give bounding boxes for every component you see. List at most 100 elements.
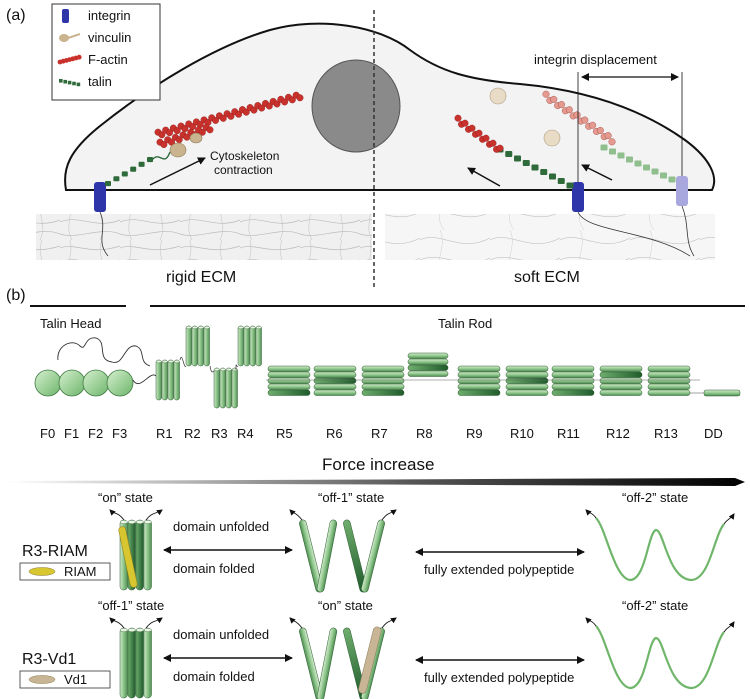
actinRigid-bead <box>168 138 175 146</box>
actinRigid-bead <box>273 100 281 108</box>
rod-domain-r1-helix-cap <box>155 359 162 364</box>
rod-domain-r3-helix <box>225 367 232 409</box>
rod-domain-r4-helix-cap <box>255 325 262 330</box>
actinRigid-bead <box>158 131 166 139</box>
rod-domain-r12-helix <box>599 371 643 378</box>
state2-vshape-r3-riam <box>289 509 397 593</box>
rod-domain-r7-helix <box>361 389 405 396</box>
state3-extended-r3-vd1 <box>585 617 735 690</box>
transition1-bottom-r3-vd1: domain folded <box>173 669 255 684</box>
actinSoft2-bead <box>581 116 589 124</box>
rod-label-r5: R5 <box>276 426 293 441</box>
rod-domain-r6-helix <box>313 365 357 372</box>
actinSoft2-bead <box>542 90 550 98</box>
rod-label-r13: R13 <box>654 426 678 441</box>
state1-bundle-r3-riam-helix-cap <box>135 520 144 525</box>
ligand-key-label-r3-vd1: Vd1 <box>64 672 87 687</box>
state1-bundle-r3-riam-helix-cap <box>127 520 136 525</box>
transition1-top-r3-vd1: domain unfolded <box>173 627 269 642</box>
talinSoft2-bead <box>626 156 633 163</box>
state-row-r3-riam: “on” state“off-1” state“off-2” stateR3-R… <box>19 490 735 593</box>
rod-domain-r13-helix <box>647 377 691 384</box>
head-label-f1: F1 <box>64 426 79 441</box>
rod-domain-r10 <box>505 365 549 396</box>
rod-label-dd: DD <box>704 426 723 441</box>
ligand-key-box-r3-riam <box>19 562 111 581</box>
actinRigid-bead <box>265 102 273 110</box>
state3-extended-r3-riam <box>585 509 735 582</box>
integrin-tether-rigid <box>99 211 109 257</box>
talinSoft2-bead <box>600 144 608 151</box>
actinRigid-bead <box>288 96 296 104</box>
actinRigid-bead <box>296 94 304 102</box>
integrin-tether-soft <box>577 211 691 257</box>
talin-rod-label: Talin Rod <box>438 316 492 331</box>
state1-bundle-r3-vd1-helix-cap <box>127 628 136 633</box>
state2-vshape-r3-vd1-ligand <box>358 626 382 694</box>
rod-domain-r10-helix <box>505 389 549 396</box>
talinSoft2-bead <box>609 148 616 155</box>
rod-label-r12: R12 <box>606 426 630 441</box>
rod-label-r10: R10 <box>510 426 534 441</box>
rod-domain-r5 <box>267 365 311 396</box>
actinRigid-bead <box>212 116 220 124</box>
rod-domain-r2-helix <box>191 325 198 367</box>
state1-bundle-r3-vd1-helix <box>119 627 128 699</box>
rod-domain-r5-helix <box>267 377 311 384</box>
head-label-f2: F2 <box>88 426 103 441</box>
rod-domain-r8-helix <box>407 352 449 359</box>
state1-bundle-r3-vd1-helix-cap <box>135 628 144 633</box>
talinSoft1-bead <box>540 169 548 175</box>
talinRigid-bead <box>105 181 111 187</box>
rod-domain-r5-helix <box>267 383 311 390</box>
integrin-swatch <box>62 9 69 23</box>
state1-bundle-r3-vd1-pull-right <box>145 617 163 629</box>
rod-domain-r9-helix <box>457 383 501 390</box>
legend-label-2: F-actin <box>88 52 128 67</box>
rod-domain-r2-helix-cap <box>191 325 198 330</box>
legend-item-vinculin: vinculin <box>59 30 131 45</box>
rod-domain-r3-helix <box>213 367 220 409</box>
actinRigid-bead <box>173 127 181 135</box>
state1-bundle-r3-riam-helix <box>135 519 144 591</box>
state2-vshape-r3-vd1-pull-left <box>289 617 303 629</box>
rod-domain-r7 <box>361 365 405 396</box>
actinRigid-bead <box>242 108 250 116</box>
rod-domain-r12 <box>599 365 643 396</box>
state3-extended-r3-vd1-pull-left <box>585 617 597 627</box>
rod-label-r8: R8 <box>416 426 433 441</box>
state1-label-r3-vd1: “off-1” state <box>98 598 164 613</box>
rod-domain-r5-helix <box>267 365 311 372</box>
state2-vshape-r3-vd1-pull-right <box>381 617 397 629</box>
talin-swatch-bead <box>72 81 76 86</box>
rod-domain-r11-helix <box>551 389 595 396</box>
actinRigid-bead <box>227 112 235 120</box>
rod-domain-r3-helix-cap <box>225 367 232 372</box>
state2-vshape-r3-riam-helix <box>361 519 385 593</box>
rod-domain-r3-helix-cap <box>231 367 238 372</box>
rod-label-r11: R11 <box>557 426 580 441</box>
actinSoft1-bead <box>489 139 497 147</box>
state1-bundle-r3-riam-helix-cap <box>119 520 128 525</box>
state3-extended-r3-vd1-chain <box>595 625 725 690</box>
actinRigid-bead <box>206 126 214 134</box>
actinRigid-bead <box>198 128 206 136</box>
nucleus <box>311 59 401 153</box>
displacement-label: integrin displacement <box>534 52 657 67</box>
rod-domain-r6 <box>313 365 357 396</box>
actinSoft2-bead <box>604 132 612 140</box>
talin-swatch-bead <box>63 79 67 84</box>
state3-extended-r3-riam-pull-left <box>585 509 597 519</box>
rod-domain-r4-helix-cap <box>243 325 250 330</box>
rod-domain-r8-helix <box>407 358 449 365</box>
state1-label-r3-riam: “on” state <box>98 490 153 505</box>
rod-domain-r12-helix <box>599 389 643 396</box>
rod-domain-r1-helix <box>155 359 162 401</box>
integrin-rigid <box>94 182 106 212</box>
state1-bundle-r3-vd1-pull-left <box>109 617 125 629</box>
actinSoft1-bead <box>496 144 504 152</box>
rod-domain-r8-helix <box>407 364 449 371</box>
rod-domain-r3 <box>213 367 238 409</box>
talinRigid-bead <box>138 161 145 167</box>
rigid-ecm-label: rigid ECM <box>166 269 236 286</box>
